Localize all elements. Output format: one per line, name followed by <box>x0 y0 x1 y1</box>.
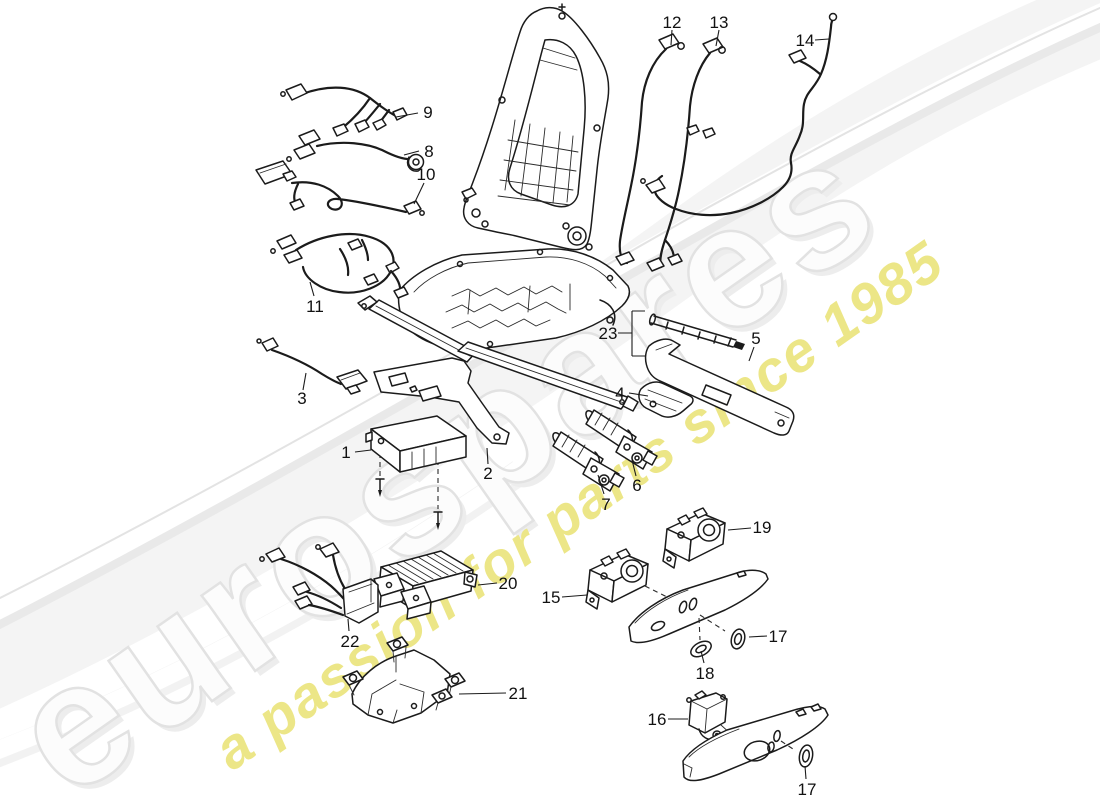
trim-cap-17-upper <box>730 628 746 650</box>
wiring-harness-11 <box>270 233 409 299</box>
callout-label-1: 1 <box>341 443 350 462</box>
motor-6 <box>585 409 658 470</box>
actuator-16 <box>686 690 746 750</box>
wiring-harness-13 <box>646 37 726 272</box>
callout-label-10: 10 <box>417 165 436 184</box>
motor-7 <box>552 431 625 492</box>
callout-label-17-upper: 17 <box>769 627 788 646</box>
seat-base-frame <box>357 248 639 412</box>
callout-label-3: 3 <box>297 389 306 408</box>
callout-label-13: 13 <box>710 13 729 32</box>
trim-panel-lower <box>682 703 829 782</box>
control-module-1 <box>365 415 467 530</box>
backrest-frame <box>461 3 610 251</box>
callout-labels: 1 2 3 4 5 6 7 8 9 10 11 12 13 14 15 16 1… <box>297 13 816 799</box>
wiring-harness-22 <box>259 542 379 624</box>
wiring-harness-10 <box>255 160 425 216</box>
bracket-21 <box>342 636 466 724</box>
wiring-harness-14 <box>640 12 838 217</box>
switch-15 <box>585 548 649 610</box>
bracket-4 <box>638 381 694 418</box>
callout-label-14: 14 <box>796 31 815 50</box>
rod-23 <box>648 313 745 350</box>
wiring-harness-9 <box>280 83 408 137</box>
switch-19 <box>662 507 726 569</box>
callout-label-11: 11 <box>306 297 324 316</box>
wiring-harness-12 <box>615 33 685 266</box>
callout-label-19: 19 <box>753 518 772 537</box>
callout-label-8: 8 <box>424 142 433 161</box>
callout-label-5: 5 <box>751 329 760 348</box>
callout-label-6: 6 <box>632 476 641 495</box>
callout-label-4: 4 <box>615 384 624 403</box>
cable-3 <box>256 337 368 395</box>
bracket-2 <box>373 357 510 445</box>
callout-label-16: 16 <box>648 710 667 729</box>
trim-cap-17-lower <box>798 744 814 768</box>
callout-label-22: 22 <box>341 632 360 651</box>
callout-label-15: 15 <box>542 588 561 607</box>
callout-label-23: 23 <box>599 324 618 343</box>
trim-panel-upper <box>628 569 769 644</box>
control-module-20 <box>373 550 478 620</box>
callout-label-21: 21 <box>509 684 528 703</box>
wiring-harness-8 <box>286 129 425 172</box>
callout-label-18: 18 <box>696 664 715 683</box>
callout-label-17-lower: 17 <box>798 780 817 799</box>
callout-label-12: 12 <box>663 13 682 32</box>
callout-label-7: 7 <box>601 495 610 514</box>
tilt-arm <box>644 338 795 436</box>
callout-label-20: 20 <box>499 574 518 593</box>
callout-leaders <box>302 29 830 780</box>
callout-label-2: 2 <box>483 464 492 483</box>
callout-label-9: 9 <box>423 103 432 122</box>
trim-cap-18 <box>690 640 712 658</box>
